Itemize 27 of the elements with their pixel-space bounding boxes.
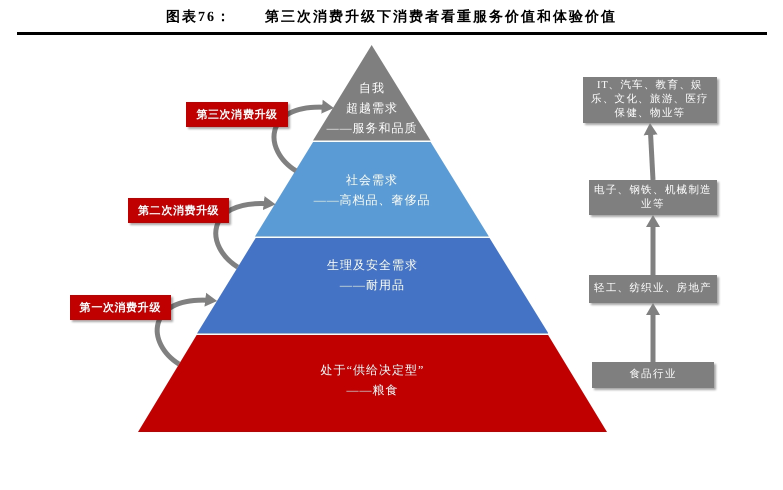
industry-box: 轻工、纺织业、房地产 <box>589 275 717 303</box>
tier-heading: 社会需求 <box>346 172 398 189</box>
tier-heading: 生理及安全需求 <box>326 257 418 274</box>
tier-heading: 自我超越需求 <box>346 80 398 117</box>
curved-arrow <box>154 293 218 366</box>
pyramid-tier <box>255 142 490 238</box>
edge-label: 第二次消费升级 <box>128 198 230 223</box>
industry-box: 电子、钢铁、机械制造业等 <box>589 180 717 215</box>
tier-description: ——服务和品质 <box>326 120 418 137</box>
curved-arrow <box>272 100 334 173</box>
tier-description: ——高档品、奢侈品 <box>314 192 431 209</box>
curved-arrow <box>213 196 276 270</box>
edge-label: 第一次消费升级 <box>70 294 171 320</box>
tier-heading: 处于“供给决定型” <box>320 362 424 379</box>
tier-description: ——粮食 <box>346 382 398 399</box>
chart-title: 第三次消费升级下消费者看重服务价值和体验价值 <box>265 8 617 26</box>
industry-box: IT、汽车、教育、娱乐、文化、旅游、医疗保健、物业等 <box>583 77 717 123</box>
pyramid-tier <box>196 238 548 335</box>
arrow <box>644 122 658 180</box>
edge-label: 第三次消费升级 <box>186 102 288 127</box>
pyramid-tier <box>313 45 431 142</box>
figure-number: 图表76： <box>166 8 232 26</box>
arrow <box>646 215 660 275</box>
industry-box: 食品行业 <box>592 362 714 388</box>
pyramid-tier <box>138 335 607 432</box>
tier-description: ——耐用品 <box>340 277 405 294</box>
arrow <box>646 303 660 362</box>
